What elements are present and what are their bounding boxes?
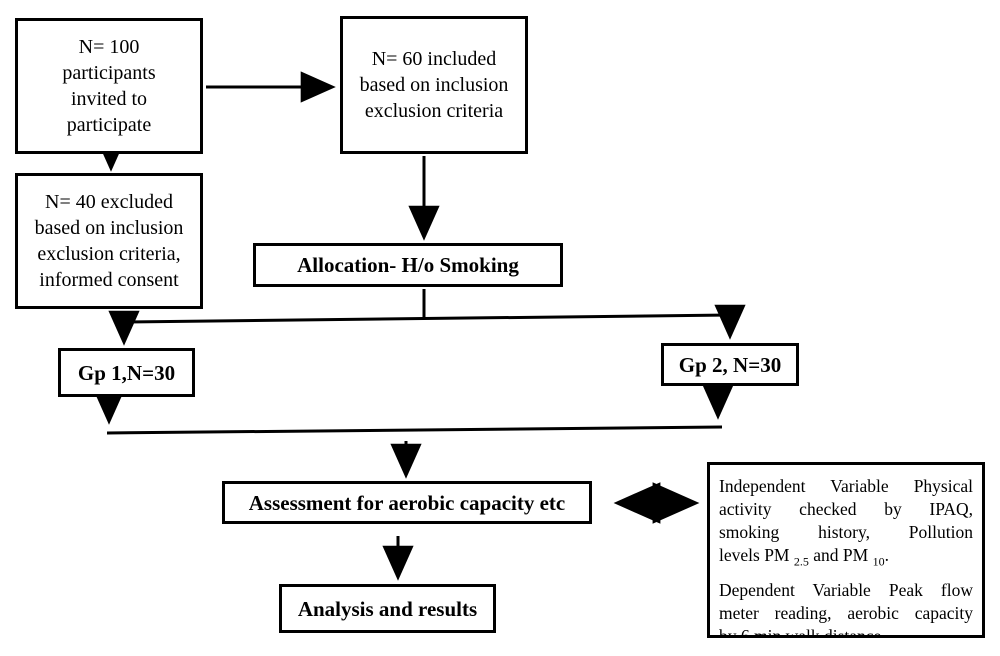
variables-text-line: levels PM 2.5 and PM 10.	[719, 544, 973, 567]
variables-text-line: activity checked by IPAQ,	[719, 499, 973, 519]
box-excluded: N= 40 excluded based on inclusion exclus…	[15, 173, 203, 309]
pm-levels-text: .	[884, 545, 889, 565]
dependent-variable-paragraph: Dependent Variable Peak flow meter readi…	[719, 579, 973, 638]
line-branch-horizontal	[123, 313, 731, 324]
pm10-subscript: 10	[872, 554, 885, 568]
box-group2: Gp 2, N=30	[661, 343, 799, 386]
box-assessment: Assessment for aerobic capacity etc	[222, 481, 592, 524]
independent-variable-paragraph: Independent Variable Physical activity c…	[719, 475, 973, 567]
box-allocation: Allocation- H/o Smoking	[253, 243, 563, 287]
box-included: N= 60 included based on inclusion exclus…	[340, 16, 528, 154]
box-participants-invited: N= 100 participants invited to participa…	[15, 18, 203, 154]
variables-text-line: Dependent Variable Peak flow	[719, 580, 973, 600]
variables-text-line: smoking history, Pollution	[719, 522, 973, 542]
variables-text-line: meter reading, aerobic capacity	[719, 603, 973, 623]
line-merge-horizontal	[106, 425, 723, 435]
pm25-subscript: 2.5	[793, 554, 809, 568]
variables-text-line-clipped: by 6 min walk distance	[719, 626, 882, 638]
box-group1: Gp 1,N=30	[58, 348, 195, 397]
box-variables-note: Independent Variable Physical activity c…	[707, 462, 985, 638]
variables-text-line: Independent Variable Physical	[719, 476, 973, 496]
pm-levels-text: levels PM	[719, 545, 794, 565]
box-analysis: Analysis and results	[279, 584, 496, 633]
pm-levels-text: and PM	[808, 545, 873, 565]
